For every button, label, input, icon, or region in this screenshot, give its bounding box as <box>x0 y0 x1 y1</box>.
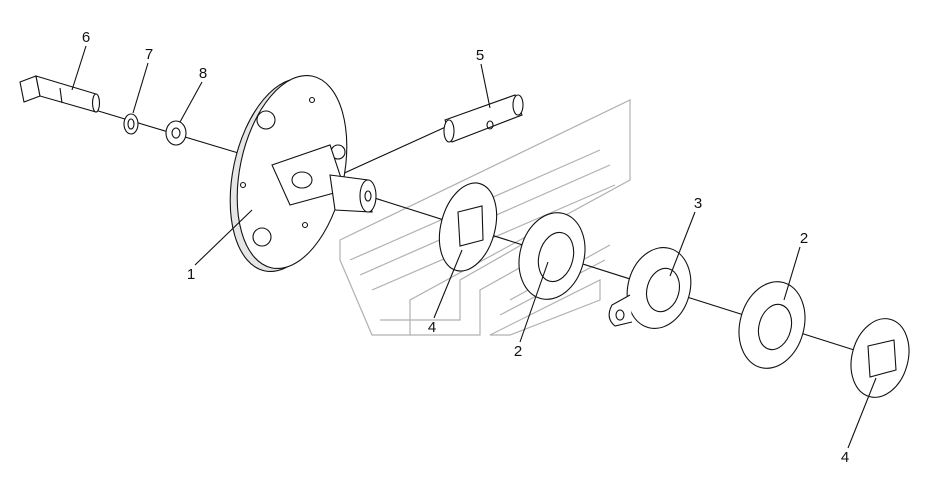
callout-7: 7 <box>145 46 153 63</box>
callout-4-b: 4 <box>841 449 849 466</box>
washer-part-8 <box>165 120 187 146</box>
callout-4-a: 4 <box>428 319 436 336</box>
key-washer-part-4-b <box>850 318 910 398</box>
lock-washer-part-7 <box>123 113 139 135</box>
bolt-part-6 <box>19 75 101 113</box>
callout-2-b: 2 <box>800 230 808 247</box>
spacer-part-2-a <box>518 212 586 300</box>
callout-1: 1 <box>187 266 195 283</box>
spacer-part-2-b <box>738 281 806 369</box>
callout-2-a: 2 <box>514 343 522 360</box>
callout-3: 3 <box>694 195 702 212</box>
key-washer-part-4-a <box>438 182 498 272</box>
callout-5: 5 <box>476 47 484 64</box>
callout-8: 8 <box>199 65 207 82</box>
callout-labels: 6 7 8 5 1 4 2 3 2 4 <box>82 29 849 466</box>
leader-lines <box>71 45 877 449</box>
callout-6: 6 <box>82 29 90 46</box>
flange-part-1 <box>229 74 377 273</box>
pin-part-5 <box>443 94 524 143</box>
tab-washer-part-3 <box>608 247 692 329</box>
